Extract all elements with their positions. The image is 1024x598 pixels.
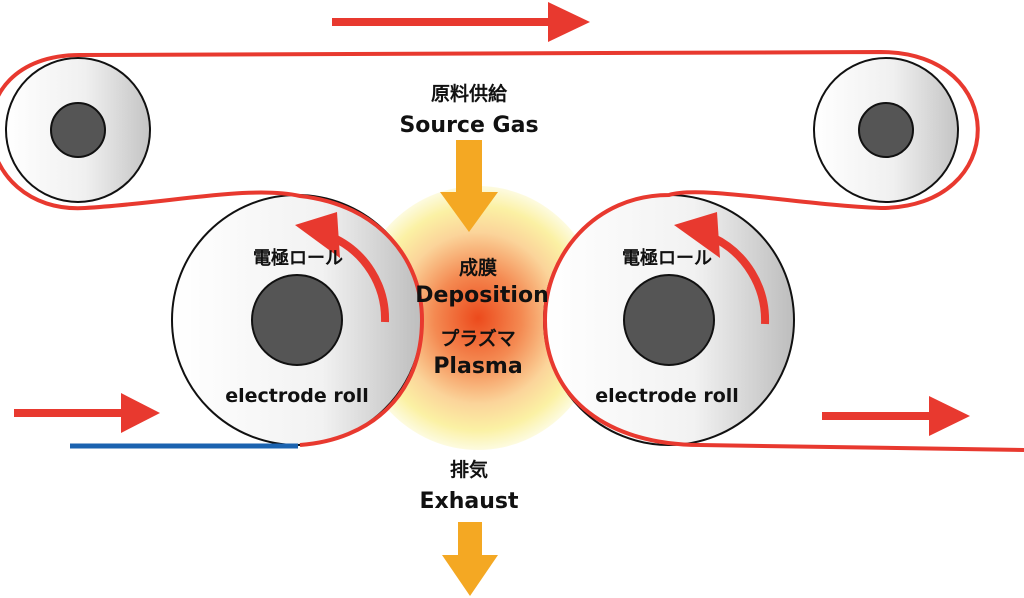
left-roll-rotation-arrow — [295, 212, 390, 323]
plasma-jp-label: プラズマ — [440, 327, 516, 350]
film-path — [0, 50, 1024, 452]
right-roll-rotation-arrow — [674, 212, 770, 325]
source-gas-en-label: Source Gas — [399, 113, 538, 138]
left-roll-en-label: electrode roll — [225, 385, 369, 407]
exhaust-jp-label: 排気 — [450, 458, 488, 481]
source-gas-arrow — [440, 140, 498, 232]
guide-roll-left — [5, 57, 151, 203]
right-output-arrow — [822, 396, 970, 436]
right-roll-jp-label: 電極ロール — [622, 247, 712, 269]
right-roll-en-label: electrode roll — [595, 385, 739, 407]
deposition-en-label: Deposition — [415, 283, 549, 308]
deposition-jp-label: 成膜 — [459, 256, 497, 279]
left-input-arrow — [14, 393, 160, 433]
guide-roll-right — [813, 57, 959, 203]
source-gas-jp-label: 原料供給 — [431, 82, 508, 105]
plasma-glow — [353, 186, 603, 450]
top-direction-arrow — [332, 2, 590, 42]
left-roll-jp-label: 電極ロール — [253, 247, 343, 269]
exhaust-en-label: Exhaust — [420, 489, 519, 514]
plasma-en-label: Plasma — [433, 354, 522, 379]
exhaust-arrow — [442, 522, 498, 596]
